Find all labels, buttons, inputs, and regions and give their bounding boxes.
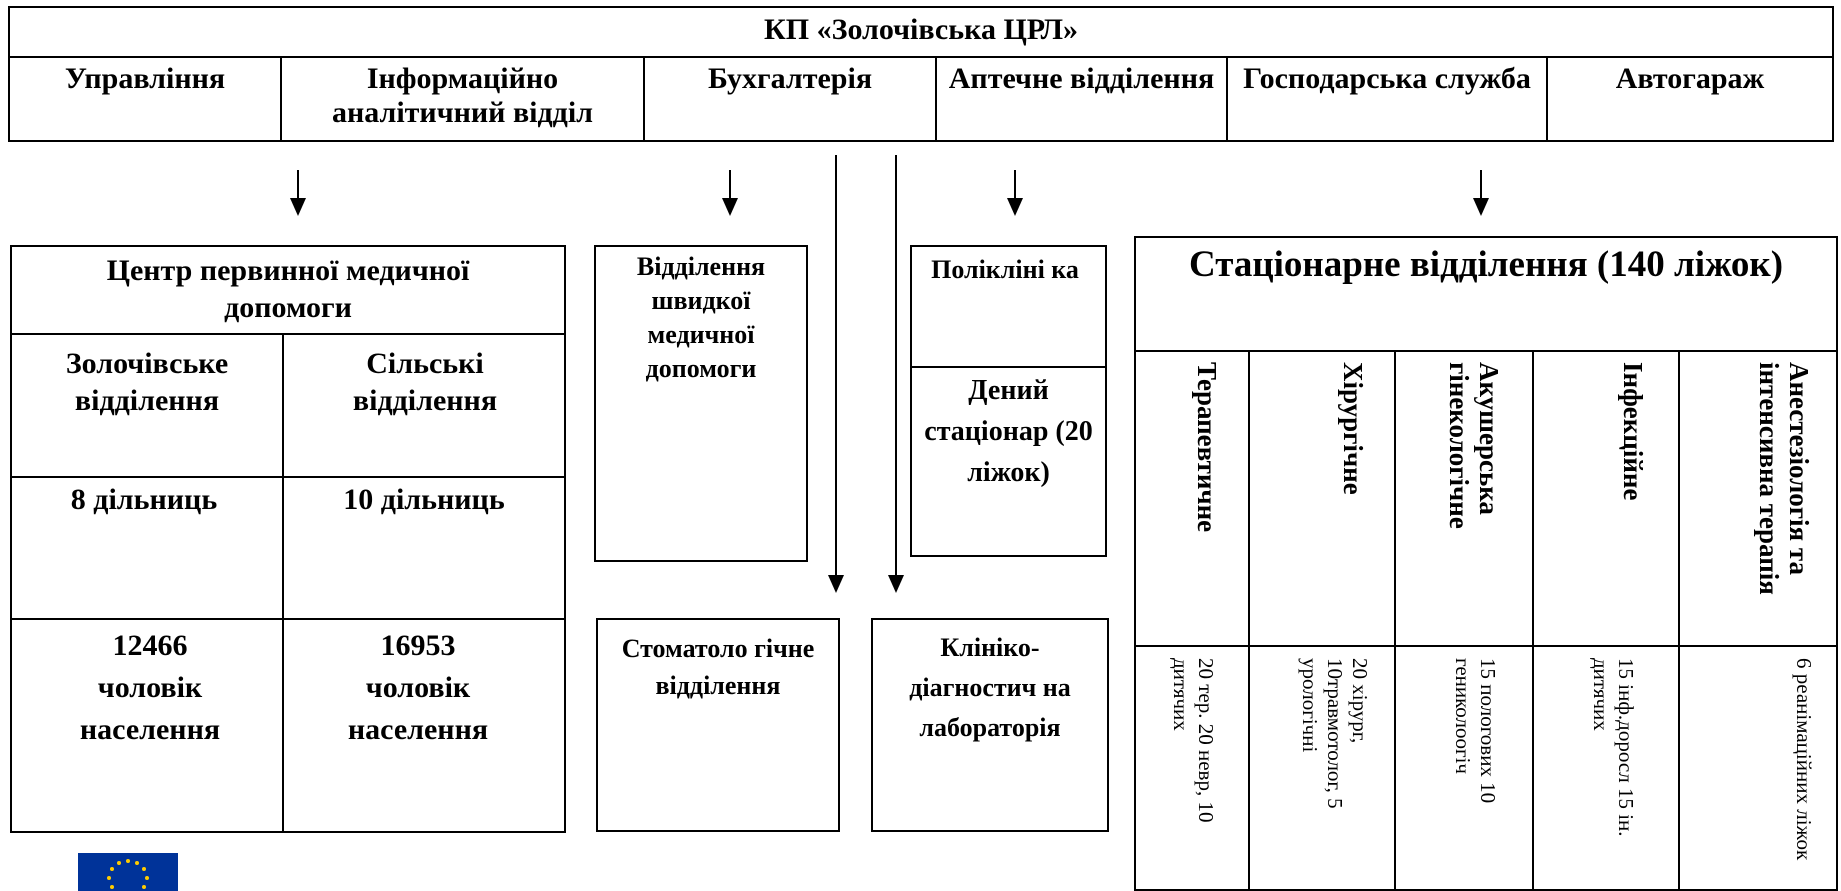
header-col-divider [1226, 56, 1228, 142]
dept-therapeutic: Терапевтичне [1192, 362, 1222, 533]
primary-care-box [10, 245, 566, 833]
dept-management: Управління [64, 62, 226, 95]
inpatient-col-divider [1248, 350, 1250, 891]
primary-care-divider [10, 333, 566, 335]
beds-anesthesiology: 6 реанімаційних ліжок [1760, 658, 1816, 880]
beds-obstetric: 15 пологових 10 гениколоогіч [1440, 658, 1500, 880]
dept-surgical: Хірургічне [1338, 362, 1368, 495]
beds-therapeutic: 20 тер. 20 невр, 10 дитячих [1158, 658, 1218, 880]
ambulance-box [594, 245, 808, 562]
lab-box [871, 618, 1109, 832]
inpatient-divider [1134, 645, 1838, 647]
inpatient-title: Стаціонарне відділення (140 ліжок) [1188, 244, 1784, 285]
header-col-divider [643, 56, 645, 142]
lab-label: Клініко- діагностич на лабораторія [909, 633, 1071, 742]
polyclinic-divider [910, 366, 1107, 368]
rural-sites: 10 дільниць [343, 483, 505, 516]
beds-anesthesiology-text: 6 реанімаційних ліжок [1792, 658, 1816, 861]
arrow-line [729, 170, 731, 200]
zolochiv-branch-label: Золочівське відділення [65, 347, 229, 417]
inpatient-col-divider [1678, 350, 1680, 891]
arrow-head [1473, 198, 1489, 216]
rural-branch-label: Сільські відділення [352, 347, 498, 417]
arrow-head [888, 575, 904, 593]
eu-flag-field [78, 853, 178, 891]
arrow-line [297, 170, 299, 200]
inpatient-col-divider [1532, 350, 1534, 891]
primary-care-divider [10, 476, 566, 478]
arrow-head [1007, 198, 1023, 216]
dept-garage: Автогараж [1615, 62, 1765, 95]
day-hospital-label: Дений стаціонар (20 ліжок) [924, 375, 1093, 488]
beds-obstetric-text: 15 пологових 10 гениколоогіч [1451, 658, 1500, 804]
beds-therapeutic-text: 20 тер. 20 невр, 10 дитячих [1169, 658, 1218, 823]
primary-care-col-divider [282, 333, 284, 833]
primary-care-title: Центр первинної медичної допомоги [106, 254, 470, 324]
zolochiv-sites: 8 дільниць [70, 483, 218, 516]
primary-care-divider [10, 618, 566, 620]
polyclinic-label: Полікліні ка [931, 255, 1079, 284]
arrow-head [722, 198, 738, 216]
header-table [8, 6, 1834, 142]
beds-infectious: 15 інф.доросл 15 ін. дитячих [1578, 658, 1638, 880]
dept-info-analytics: Інформаційно аналітичний відділ [331, 62, 594, 129]
beds-surgical-text: 20 хірург, 10травмотолог, 5 урологічні [1298, 658, 1372, 809]
header-divider [8, 56, 1834, 58]
arrow-head [290, 198, 306, 216]
header-col-divider [1546, 56, 1548, 142]
ambulance-label: Відділення швидкої медичної допомоги [636, 252, 766, 383]
dept-obstetric-label: Акушерська гінекологічне [1444, 362, 1504, 529]
dept-infectious: Інфекційне [1618, 362, 1648, 501]
arrow-head [828, 575, 844, 593]
arrow-line [1014, 170, 1016, 200]
dept-anesthesiology-label: Анестезіологія та інтенсивна терапія [1754, 362, 1814, 595]
dept-household: Господарська служба [1243, 62, 1531, 95]
arrow-line-long [895, 155, 897, 577]
dept-accounting: Бухгалтерія [707, 62, 873, 95]
arrow-line [1480, 170, 1482, 200]
eu-flag-logo [78, 853, 178, 891]
beds-infectious-text: 15 інф.доросл 15 ін. дитячих [1589, 658, 1638, 837]
dept-obstetric: Акушерська гінекологічне [1434, 362, 1504, 638]
dental-label: Стоматоло гічне відділення [621, 634, 815, 700]
zolochiv-population: 12466 чоловік населення [79, 629, 221, 746]
eu-star-ring [107, 859, 149, 889]
dept-pharmacy: Аптечне відділення [948, 62, 1215, 95]
inpatient-box [1134, 236, 1838, 891]
header-col-divider [935, 56, 937, 142]
header-col-divider [280, 56, 282, 142]
rural-population: 16953 чоловік населення [347, 629, 489, 746]
dept-anesthesiology: Анестезіологія та інтенсивна терапія [1704, 362, 1814, 638]
inpatient-col-divider [1394, 350, 1396, 891]
inpatient-divider [1134, 350, 1838, 352]
dental-box [596, 618, 840, 832]
beds-surgical: 20 хірург, 10травмотолог, 5 урологічні [1284, 658, 1372, 880]
polyclinic-box [910, 245, 1107, 557]
arrow-line-long [835, 155, 837, 577]
org-title: КП «Золочівська ЦРЛ» [764, 13, 1078, 46]
